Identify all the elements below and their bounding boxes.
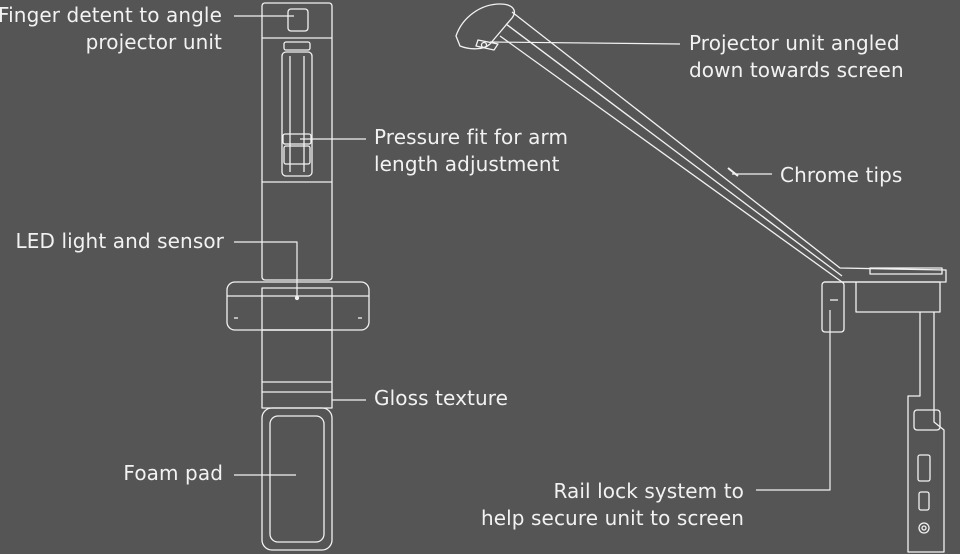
label-finger-detent: Finger detent to angle projector unit [0, 2, 222, 56]
label-projector-angle: Projector unit angled down towards scree… [689, 30, 904, 84]
label-gloss-texture: Gloss texture [374, 385, 508, 412]
label-line: Finger detent to angle [0, 3, 222, 27]
leader-rail [756, 310, 831, 491]
long-arm [499, 11, 947, 283]
finger-detent [287, 8, 309, 32]
label-line: help secure unit to screen [480, 506, 744, 530]
label-line: Foam pad [123, 461, 223, 485]
label-line: LED light and sensor [15, 229, 224, 253]
label-pressure-fit: Pressure fit for arm length adjustment [374, 124, 568, 178]
vertical-leg [907, 312, 945, 553]
label-line: Projector unit angled [689, 31, 900, 55]
leader-lines [234, 15, 831, 491]
label-led-sensor: LED light and sensor [16, 228, 224, 255]
label-line: down towards screen [689, 58, 904, 82]
leader-led [234, 241, 298, 298]
side-view-device [455, 3, 947, 553]
label-line: Pressure fit for arm [374, 125, 569, 149]
foam-pad-outline [261, 407, 333, 551]
usb-port [917, 454, 931, 482]
label-rail-lock: Rail lock system to help secure unit to … [481, 478, 744, 532]
label-line: Chrome tips [780, 163, 903, 187]
rail-lock-block [821, 281, 845, 333]
label-line: Rail lock system to [553, 479, 744, 503]
label-line: projector unit [85, 30, 222, 54]
label-foam-pad: Foam pad [123, 460, 223, 487]
sensor-housing [226, 281, 370, 331]
upper-arm [261, 2, 333, 281]
front-view-device [226, 2, 370, 551]
leader-projector [489, 41, 681, 45]
projector-head [455, 3, 515, 50]
label-line: Gloss texture [374, 386, 509, 410]
label-line: length adjustment [374, 152, 560, 176]
label-chrome-tips: Chrome tips [780, 162, 902, 189]
lower-arm [261, 329, 333, 409]
